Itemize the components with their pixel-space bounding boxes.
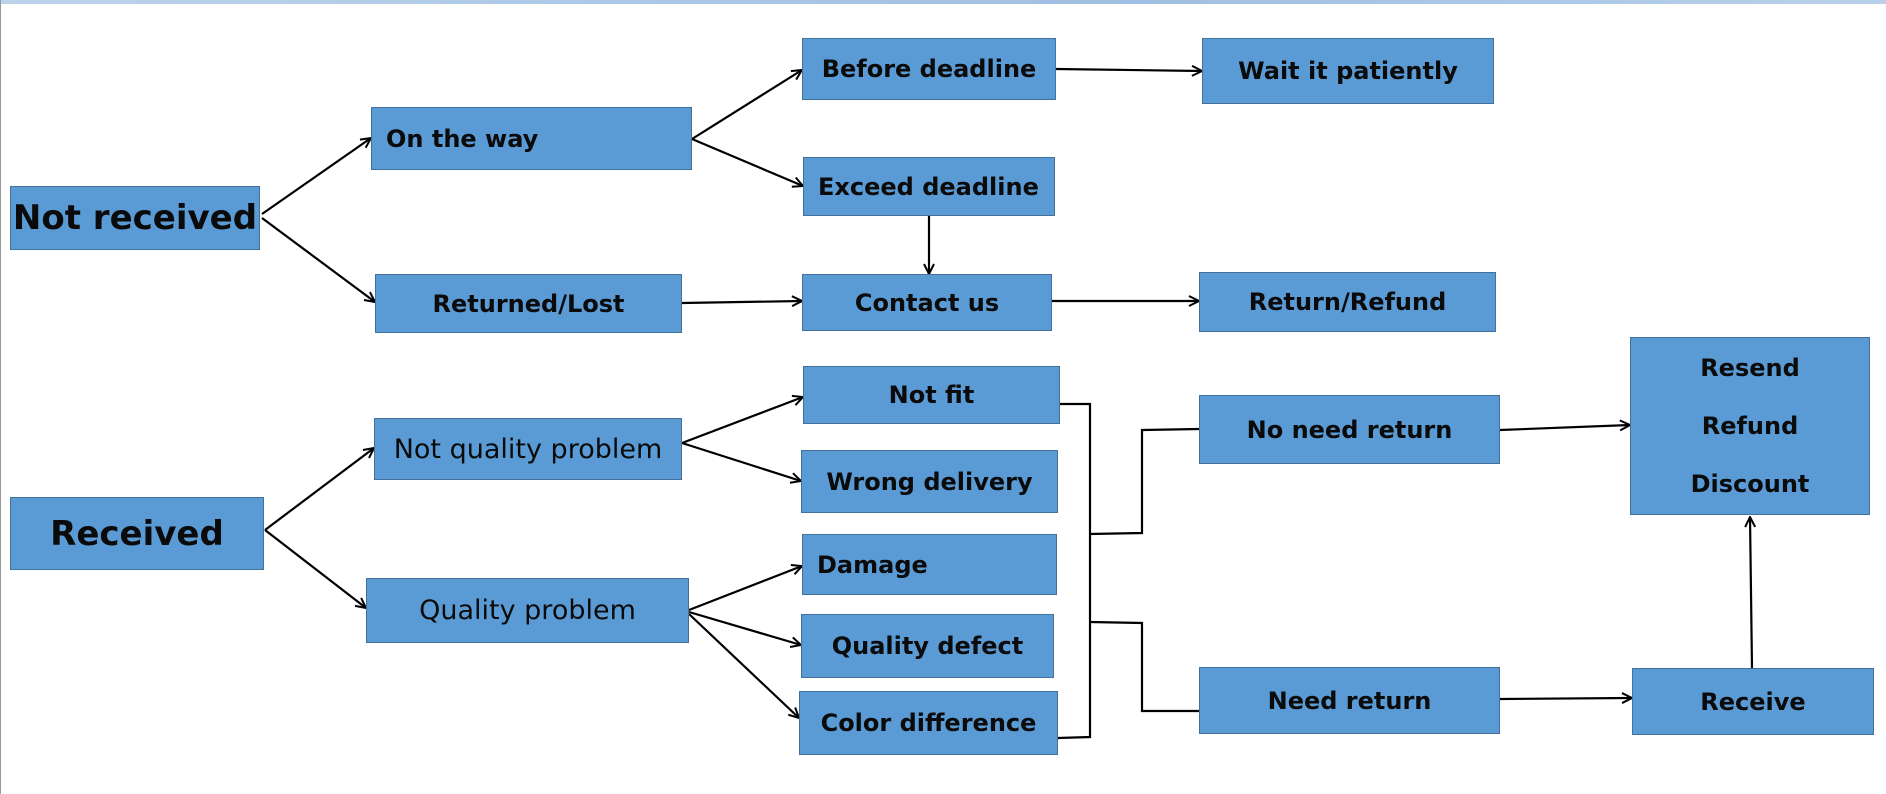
node-receive: Receive [1632,668,1874,735]
node-not-fit: Not fit [803,366,1060,424]
node-remedy-refund: Refund [1701,412,1799,440]
node-before-deadline: Before deadline [802,38,1056,100]
node-need-return: Need return [1199,667,1500,734]
node-not-received: Not received [10,186,260,250]
node-received-label: Received [50,513,224,554]
edge-need-return-to-receive [1499,698,1632,699]
node-no-need-return: No need return [1199,395,1500,464]
node-not-quality-problem: Not quality problem [374,418,682,480]
node-not-quality-problem-label: Not quality problem [393,433,663,465]
node-remedy: Resend Refund Discount [1630,337,1870,515]
edge-not-quality-to-wrong-delivery [681,441,801,481]
node-remedy-resend: Resend [1700,354,1800,382]
node-receive-label: Receive [1700,687,1806,716]
node-returned-lost: Returned/Lost [375,274,682,333]
node-exceed-deadline: Exceed deadline [803,157,1055,216]
node-need-return-label: Need return [1267,686,1432,715]
edge-on-the-way-to-exceed-deadline [691,137,803,186]
node-quality-defect: Quality defect [801,614,1054,678]
node-on-the-way-label: On the way [386,124,539,153]
edge-received-to-quality-problem [264,529,366,608]
node-not-received-label: Not received [12,198,258,238]
node-color-difference: Color difference [799,691,1058,755]
node-damage: Damage [802,534,1057,595]
node-wrong-delivery: Wrong delivery [801,450,1058,513]
edge-on-the-way-to-before-deadline [691,70,802,140]
node-received: Received [10,497,264,570]
node-quality-problem: Quality problem [366,578,689,643]
node-not-fit-label: Not fit [888,381,975,409]
edge-bracket-to-need-return [1089,620,1199,713]
edge-receive-to-remedy [1750,517,1752,669]
window-left-edge [0,0,1,794]
node-on-the-way: On the way [371,107,692,170]
node-before-deadline-label: Before deadline [821,55,1037,83]
node-return-refund: Return/Refund [1199,272,1496,332]
edge-quality-to-quality-defect [688,610,801,645]
edge-not-received-to-returned-lost [261,217,375,302]
edge-not-received-to-on-the-way [261,138,371,215]
bracket-issues [1057,402,1092,740]
node-wait-patiently: Wait it patiently [1202,38,1494,104]
node-wait-patiently-label: Wait it patiently [1238,57,1458,85]
node-contact-us-label: Contact us [854,288,1000,317]
edge-returned-lost-to-contact-us [681,301,802,303]
window-top-bar [0,0,1886,4]
node-return-refund-label: Return/Refund [1248,288,1447,316]
node-quality-problem-label: Quality problem [419,595,636,626]
node-color-difference-label: Color difference [820,709,1037,737]
edge-no-need-return-to-remedy [1499,425,1630,430]
edge-quality-to-damage [688,566,802,612]
edge-bracket-to-no-need-return [1089,427,1200,536]
node-remedy-discount: Discount [1690,470,1810,498]
node-wrong-delivery-label: Wrong delivery [826,467,1033,496]
node-returned-lost-label: Returned/Lost [432,289,625,318]
edge-received-to-not-quality-problem [264,448,374,531]
edge-not-quality-to-not-fit [681,397,803,445]
node-exceed-deadline-label: Exceed deadline [818,172,1039,201]
node-damage-label: Damage [817,550,928,579]
node-no-need-return-label: No need return [1246,415,1453,444]
edge-quality-to-color-difference [688,613,799,718]
node-quality-defect-label: Quality defect [831,632,1024,660]
node-contact-us: Contact us [802,274,1052,331]
edge-before-deadline-to-wait [1055,69,1202,71]
